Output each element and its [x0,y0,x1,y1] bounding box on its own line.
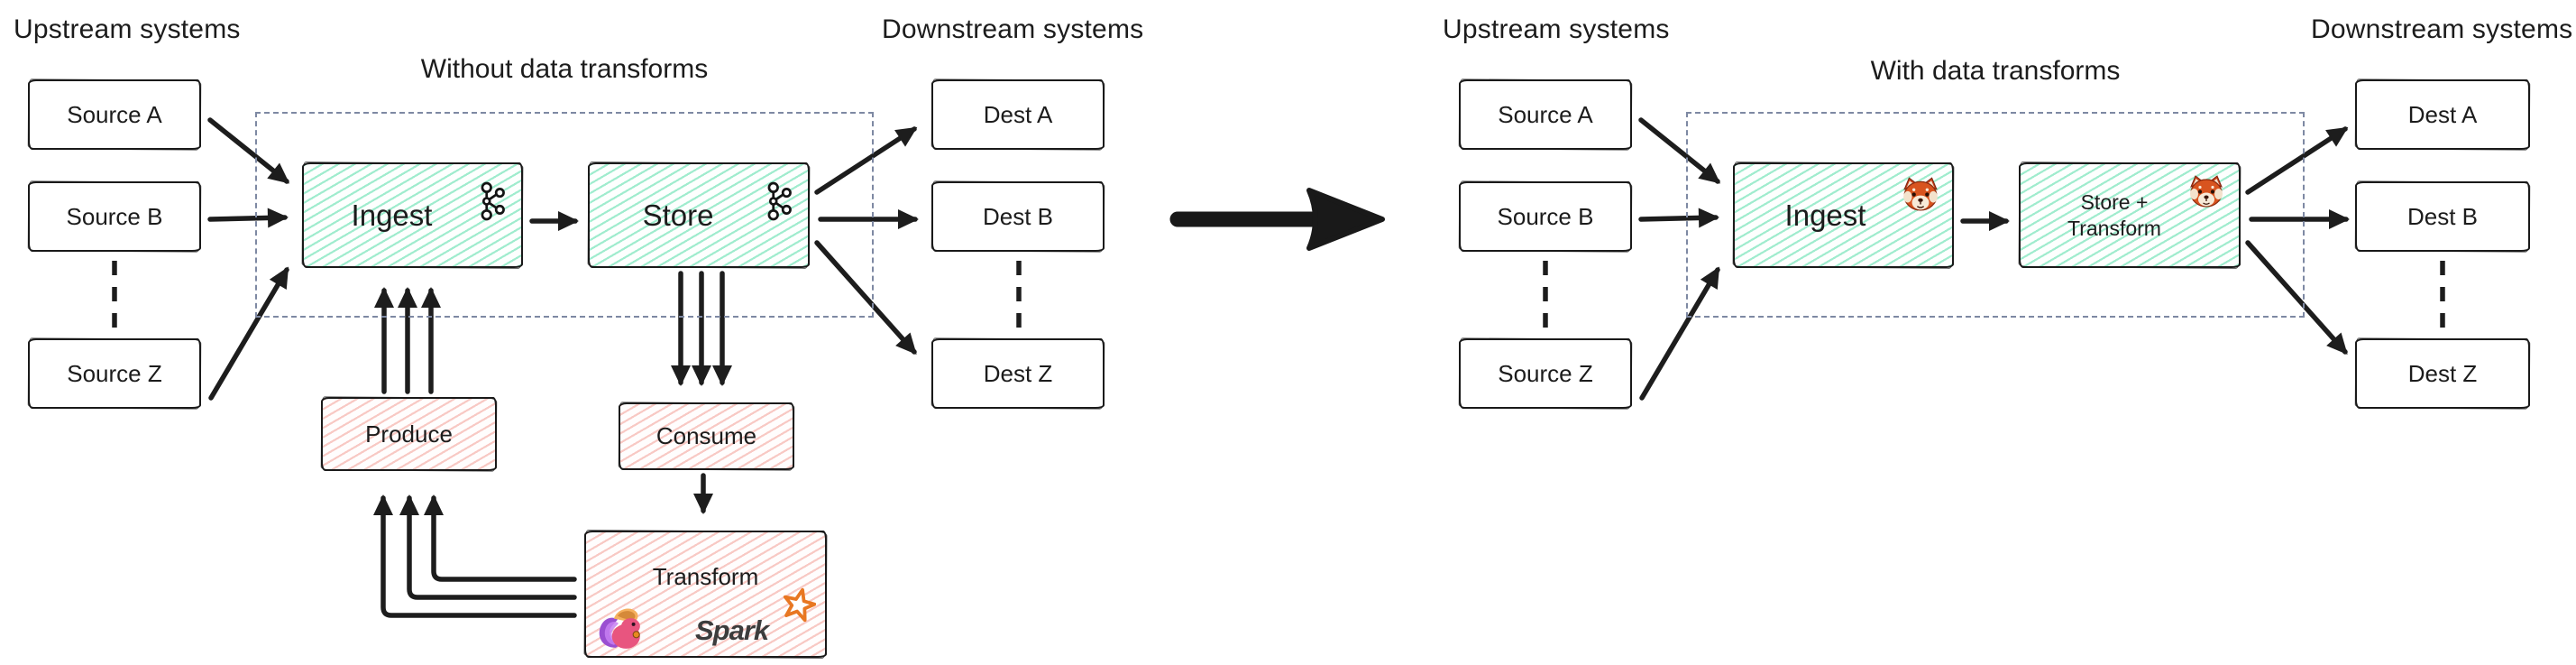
dest-a-label-right: Dest A [2407,100,2478,128]
source-a-box-right: Source A [1459,79,1632,150]
source-b-box-right: Source B [1459,181,1632,252]
store-transform-label-line1: Store + [2080,189,2149,214]
source-z-label-left: Source Z [67,359,162,387]
source-b-label-left: Source B [66,202,163,230]
produce-label: Produce [365,420,453,448]
dest-a-box-left: Dest A [931,79,1105,150]
dest-z-label-left: Dest Z [983,359,1053,387]
source-b-label-right: Source B [1497,202,1594,230]
arrow-transform-to-produce-1 [424,494,577,582]
spark-star-icon [783,587,816,622]
source-b-box-left: Source B [28,181,201,252]
store-transform-label-right: Store + Transform [2067,189,2161,242]
produce-box: Produce [321,397,497,471]
source-z-box-right: Source Z [1459,338,1632,409]
consume-box: Consume [619,402,794,470]
store-transform-label-line2: Transform [2067,216,2161,240]
dest-a-label-left: Dest A [983,100,1053,128]
spark-logo: Spark [695,587,816,647]
ingest-box-left: Ingest [302,162,523,268]
source-a-label-left: Source A [67,100,162,128]
source-a-box-left: Source A [28,79,201,150]
heading-upstream-right: Upstream systems [1443,14,1670,44]
pipeline-boundary-right [1686,112,2305,318]
kafka-icon [481,181,505,221]
ingest-label-right: Ingest [1784,198,1866,232]
dest-z-box-right: Dest Z [2355,338,2530,409]
dest-z-label-right: Dest Z [2407,359,2478,387]
heading-downstream-left: Downstream systems [882,14,1144,44]
dest-b-label-left: Dest B [982,202,1054,230]
source-a-label-right: Source A [1498,100,1593,128]
dest-b-box-left: Dest B [931,181,1105,252]
diagram-title-left: Without data transforms [420,54,709,84]
flink-icon [599,608,640,649]
ingest-label-left: Ingest [351,198,433,232]
transform-label: Transform [652,563,759,590]
source-z-box-left: Source Z [28,338,201,409]
kafka-icon [767,181,792,221]
dest-a-box-right: Dest A [2355,79,2530,150]
dest-b-label-right: Dest B [2406,202,2479,230]
arrow-transform-to-produce-2 [399,494,577,600]
transition-arrow [1169,188,1385,251]
arrow-transform-to-produce-3 [373,494,577,618]
dest-b-box-right: Dest B [2355,181,2530,252]
dest-z-box-left: Dest Z [931,338,1105,409]
spark-logo-text: Spark [695,614,769,646]
store-label-left: Store [642,198,714,232]
store-box-left: Store [588,162,810,268]
source-z-label-right: Source Z [1498,359,1593,387]
redpanda-icon [1903,177,1938,211]
heading-downstream-right: Downstream systems [2311,14,2573,44]
heading-upstream-left: Upstream systems [14,14,241,44]
redpanda-icon [2190,175,2223,208]
pipeline-boundary-left [255,112,874,318]
diagram-title-right: With data transforms [1870,56,2121,86]
transform-box: Transform Spark [584,531,827,658]
store-transform-box-right: Store + Transform [2019,162,2241,268]
consume-label: Consume [655,422,757,449]
ingest-box-right: Ingest [1733,162,1954,268]
